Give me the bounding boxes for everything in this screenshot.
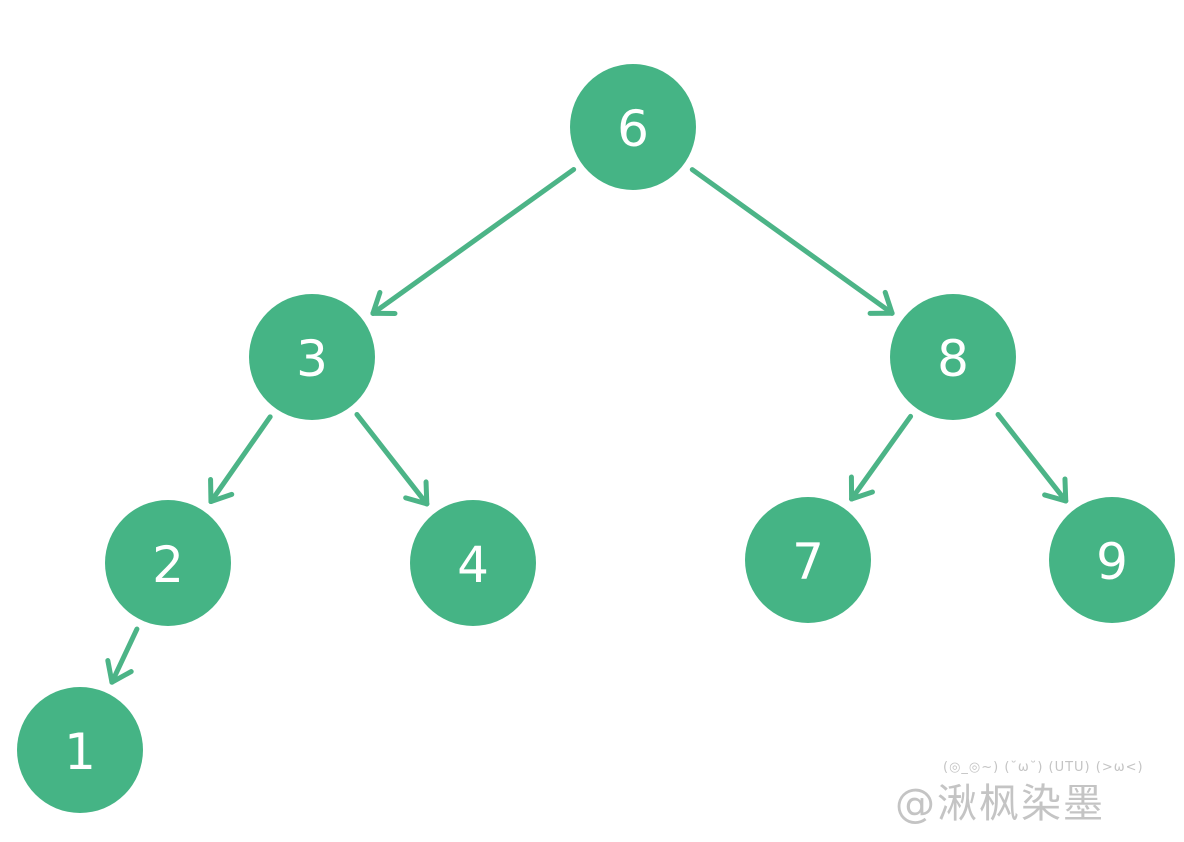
node-circle: [249, 294, 375, 420]
node-label: 3: [296, 330, 328, 388]
tree-node-9: 9: [1049, 497, 1175, 623]
node-circle: [570, 64, 696, 190]
edge-arrow-n8-n9: [995, 411, 1069, 504]
tree-node-1: 1: [17, 687, 143, 813]
node-label: 1: [64, 723, 96, 781]
edge-arrow-n8-n7: [848, 413, 914, 502]
node-label: 4: [457, 536, 489, 594]
node-label: 6: [617, 100, 649, 158]
node-label: 7: [792, 533, 824, 591]
node-circle: [745, 497, 871, 623]
node-label: 2: [152, 536, 184, 594]
tree-node-7: 7: [745, 497, 871, 623]
node-label: 9: [1096, 533, 1128, 591]
watermark-faces: (◎_◎~) (˘ω˘) (UTU) (>ω<): [943, 760, 1144, 775]
watermark-name: @湫枫染墨: [895, 781, 1105, 827]
node-label: 8: [937, 330, 969, 388]
tree-node-8: 8: [890, 294, 1016, 420]
node-circle: [17, 687, 143, 813]
tree-node-2: 2: [105, 500, 231, 626]
node-circle: [410, 500, 536, 626]
watermark: (◎_◎~) (˘ω˘) (UTU) (>ω<) @湫枫染墨: [895, 760, 1144, 829]
tree-node-4: 4: [410, 500, 536, 626]
edge-arrow-n6-n8: [689, 167, 895, 316]
tree-node-6: 6: [570, 64, 696, 190]
node-circle: [890, 294, 1016, 420]
edge-arrow-n6-n3: [370, 167, 577, 316]
node-circle: [1049, 497, 1175, 623]
node-circle: [105, 500, 231, 626]
edge-arrow-n3-n4: [354, 412, 430, 507]
tree-node-3: 3: [249, 294, 375, 420]
edge-arrow-n2-n1: [105, 626, 140, 685]
edge-arrow-n3-n2: [208, 414, 273, 505]
